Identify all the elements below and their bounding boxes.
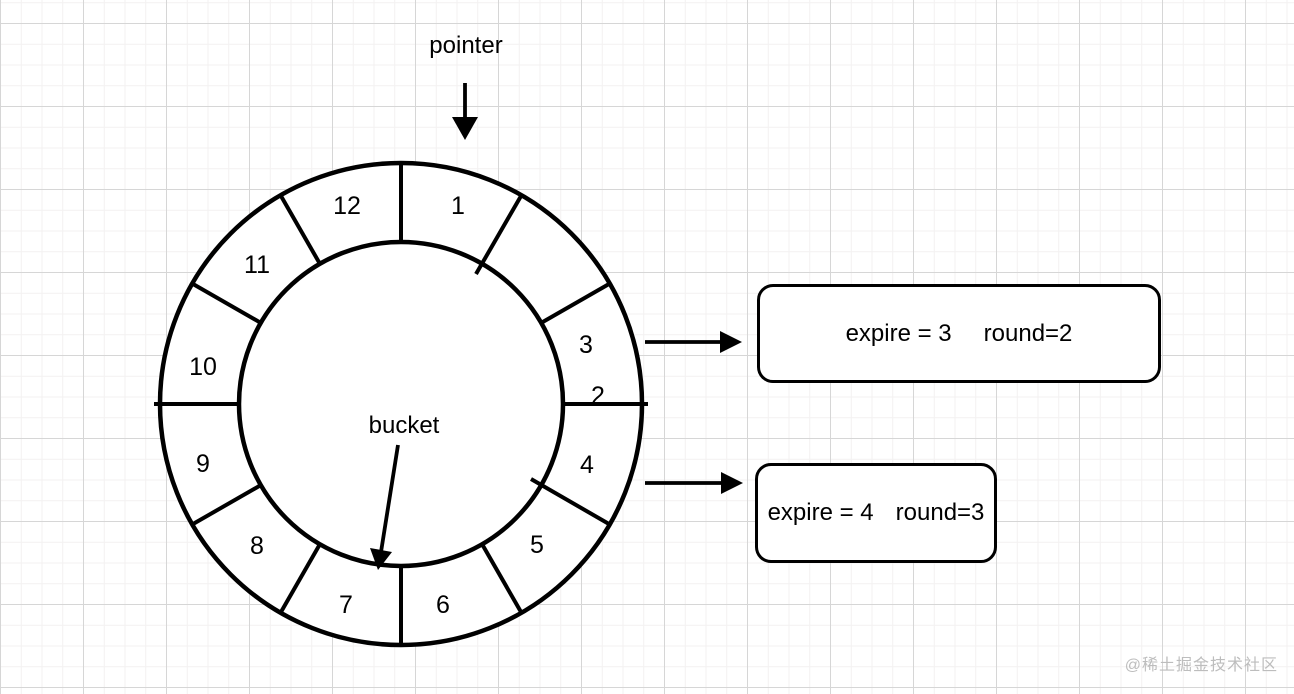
- pointer-label: pointer: [429, 32, 502, 59]
- wheel-slot-label-7: 7: [339, 591, 353, 619]
- wheel-divider: [480, 543, 523, 613]
- wheel-slot-label-6: 6: [436, 591, 450, 619]
- bucket-arrow: [370, 444, 400, 570]
- pointer-arrow: [452, 83, 478, 140]
- connector-arrow-slot4: [645, 472, 743, 494]
- bucket-label: bucket: [369, 412, 440, 439]
- wheel-divider: [279, 195, 322, 265]
- wheel-slot-label-8: 8: [250, 532, 264, 560]
- wheel-slot-label-2: 2: [591, 382, 605, 410]
- wheel-inner-circle: [236, 239, 566, 569]
- wheel-slot-label-9: 9: [196, 450, 210, 478]
- wheel-divider: [540, 282, 610, 325]
- expire-value: expire = 3: [845, 319, 952, 347]
- wheel-slot-label-10: 10: [189, 353, 217, 381]
- wheel-slot-label-11: 11: [244, 251, 270, 279]
- wheel-divider: [474, 195, 523, 275]
- wheel-slot-label-4: 4: [580, 451, 594, 479]
- wheel-divider: [530, 477, 610, 526]
- wheel-slot-label-3: 3: [579, 331, 593, 359]
- wheel-slot-label-1: 1: [451, 192, 465, 220]
- watermark: @稀土掘金技术社区: [1124, 657, 1278, 674]
- annotation-box-expire4: expire = 4 round=3: [755, 463, 997, 563]
- connector-arrowhead: [721, 472, 743, 494]
- bucket-arrowhead: [370, 548, 392, 570]
- wheel-slot-label-12: 12: [333, 192, 361, 220]
- wheel-divider: [192, 483, 262, 526]
- expire-value: expire = 4: [767, 499, 874, 526]
- connector-arrow-slot3: [645, 331, 742, 353]
- connector-arrowhead: [720, 331, 742, 353]
- round-value: round=3: [895, 499, 985, 526]
- wheel-divider: [279, 543, 322, 613]
- wheel-dividers: [154, 164, 648, 644]
- wheel-slot-label-5: 5: [530, 531, 544, 559]
- annotation-box-expire3: expire = 3 round=2: [757, 284, 1161, 383]
- pointer-arrowhead: [452, 117, 478, 140]
- wheel-divider: [192, 282, 262, 325]
- wheel-slot-labels: 1 2 3 4 5 6 7 8 9 10 11 12: [189, 192, 605, 619]
- round-value: round=2: [983, 319, 1073, 347]
